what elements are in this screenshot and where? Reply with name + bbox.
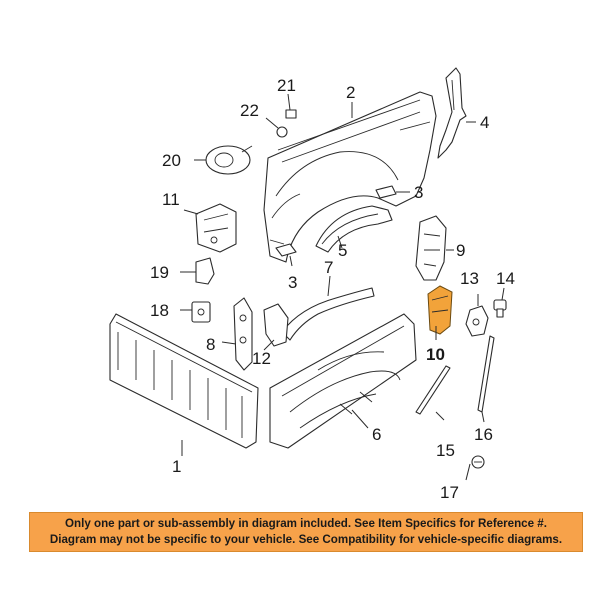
disclaimer-line-2: Diagram may not be specific to your vehi… <box>49 533 563 546</box>
callout-6: 6 <box>372 425 381 444</box>
callout-12: 12 <box>252 349 271 368</box>
callout-18: 18 <box>150 301 169 320</box>
part-12-corner-bracket <box>263 303 289 347</box>
callout-20: 20 <box>162 151 181 170</box>
part-15-rail <box>415 365 451 415</box>
callout-2: 2 <box>346 83 355 102</box>
callout-14: 14 <box>496 269 515 288</box>
part-17-clip <box>471 455 485 469</box>
part-22-screw <box>276 126 288 138</box>
callout-17: 17 <box>440 483 459 502</box>
callout-16: 16 <box>474 425 493 444</box>
part-20-fuel-filler <box>205 145 253 175</box>
callout-13: 13 <box>460 269 479 288</box>
part-16-rail <box>477 335 495 413</box>
part-6-bed-floor <box>269 313 417 449</box>
part-19-striker <box>195 257 215 285</box>
callout-22: 22 <box>240 101 259 120</box>
part-4-side-trim <box>437 67 467 159</box>
disclaimer-banner: Only one part or sub-assembly in diagram… <box>29 512 583 552</box>
callout-5: 5 <box>338 241 347 260</box>
callout-9: 9 <box>456 241 465 260</box>
callout-7: 7 <box>324 258 333 277</box>
callout-labels: 2 21 22 4 20 3 11 5 9 7 19 13 14 3 18 8 … <box>150 76 515 502</box>
part-10-highlighted-bracket <box>427 285 453 335</box>
part-18-latch <box>191 301 211 323</box>
callout-4: 4 <box>480 113 489 132</box>
part-11-bracket <box>195 203 237 253</box>
callout-1: 1 <box>172 457 181 476</box>
callout-11: 11 <box>162 190 180 209</box>
part-21-clip <box>285 109 297 119</box>
callout-21: 21 <box>277 76 296 95</box>
disclaimer-line-1: Only one part or sub-assembly in diagram… <box>65 517 547 530</box>
part-3-fastener-upper <box>375 185 397 199</box>
part-8-hinge-bracket <box>233 297 253 371</box>
callout-3-upper: 3 <box>414 183 423 202</box>
callout-8: 8 <box>206 335 215 354</box>
callout-15: 15 <box>436 441 455 460</box>
part-1-tailgate <box>109 313 259 449</box>
part-13-small-bracket <box>465 305 489 337</box>
callout-10: 10 <box>426 345 445 364</box>
callout-19: 19 <box>150 263 169 282</box>
callout-3-lower: 3 <box>288 273 297 292</box>
leader-lines <box>180 93 505 481</box>
part-9-side-bracket <box>415 215 447 281</box>
part-3-fastener-lower <box>275 243 297 257</box>
part-7-wheel-arch <box>281 287 375 341</box>
part-14-bolt <box>493 299 507 318</box>
part-5-wheelhouse-liner <box>315 205 393 253</box>
